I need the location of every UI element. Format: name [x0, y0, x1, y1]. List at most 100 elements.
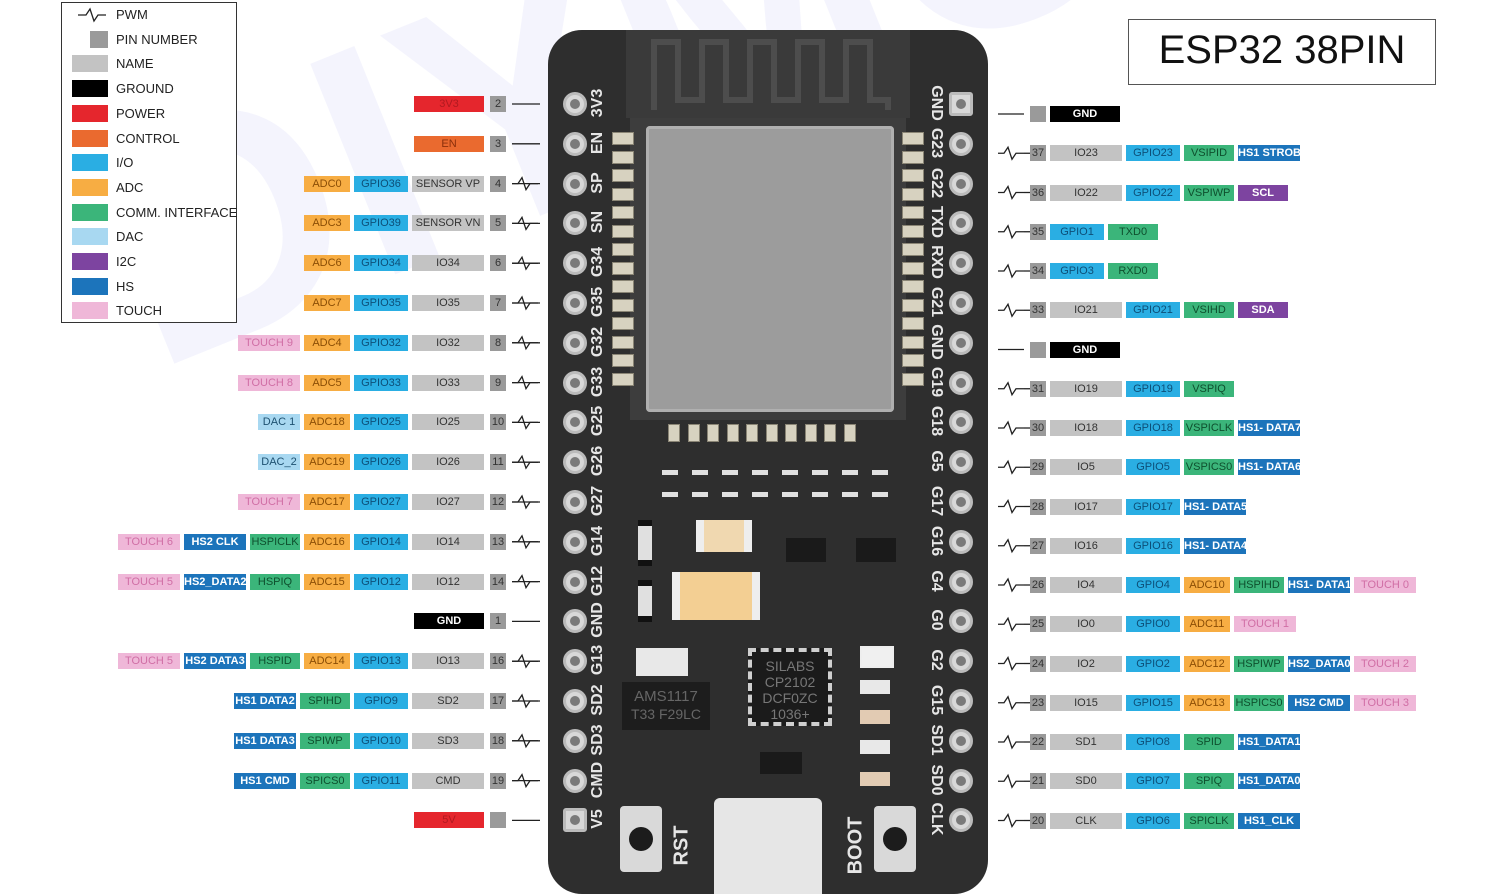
pin-number: 29	[1030, 459, 1046, 476]
chip-label-3: DCF0ZC	[762, 690, 818, 706]
transistor	[856, 538, 896, 562]
header-pin-hole	[563, 131, 587, 156]
pin-number: 16	[490, 653, 506, 670]
pin-label-name: IO25	[412, 414, 484, 431]
pin-label-hs: HS1 CMD	[234, 772, 296, 789]
pin-label-hs: HS1- DATA1	[1288, 577, 1350, 593]
pin-label-control: EN	[414, 135, 484, 152]
smd-component	[782, 470, 798, 475]
pin-label-io: GPIO33	[354, 374, 408, 391]
pin-label-dac: DAC_2	[258, 454, 300, 471]
micro-usb-port[interactable]	[714, 798, 822, 894]
header-pin-hole	[563, 211, 587, 236]
pwm-icon	[512, 215, 538, 231]
pin-label-hs: HS1 STROBE	[1238, 145, 1300, 162]
pin-label-name: SD0	[1050, 773, 1122, 790]
pin-label-i2c: SCL	[1238, 184, 1288, 201]
legend-item-hs: HS	[62, 276, 238, 298]
pin-label-name: IO0	[1050, 616, 1122, 633]
pin-label-comm: SPIQ	[1184, 773, 1234, 790]
pin-label-hs: HS2 CLK	[184, 533, 246, 550]
pwm-icon	[998, 695, 1024, 711]
module-pad	[612, 261, 634, 275]
pin-number: 10	[490, 414, 506, 431]
led	[860, 646, 894, 668]
pwm-icon	[998, 577, 1024, 593]
legend-swatch-power	[72, 104, 108, 122]
pwm-icon	[512, 494, 538, 510]
pin-label-io: GPIO18	[1126, 420, 1180, 436]
pin-label-ground: GND	[1050, 106, 1120, 122]
module-pad	[612, 317, 634, 330]
module-pad	[765, 424, 778, 442]
pwm-icon	[998, 499, 1024, 514]
pin-label-hs: HS2 CMD	[1288, 694, 1350, 711]
resistor	[638, 580, 652, 622]
pin-label-io: GPIO22	[1126, 184, 1180, 201]
resistor	[860, 680, 890, 694]
pin-label-adc: ADC18	[304, 414, 350, 431]
pin-label-touch: TOUCH 0	[1354, 577, 1416, 593]
header-pin-hole	[949, 490, 973, 514]
chip-label-4: 1036+	[770, 706, 810, 722]
pin-label-io: GPIO13	[354, 653, 408, 670]
rst-button-knob	[629, 827, 653, 851]
pin-number: 17	[490, 693, 506, 709]
boot-button[interactable]	[874, 806, 916, 872]
pin-label-power: 3V3	[414, 96, 484, 112]
module-pad	[612, 335, 634, 349]
pin-label-touch: TOUCH 5	[118, 573, 180, 590]
pin-number: 7	[490, 295, 506, 311]
pin-label-name: IO33	[412, 374, 484, 391]
pwm-icon	[998, 302, 1024, 318]
rst-button[interactable]	[620, 806, 662, 872]
pin-label-hs: HS1_DATA0	[1238, 773, 1300, 790]
header-pin-hole	[949, 728, 973, 753]
module-pad	[902, 169, 924, 182]
pin-number: 5	[490, 215, 506, 232]
silk-label-right: CLK	[928, 802, 945, 836]
header-pin-hole	[949, 171, 973, 196]
legend-label: ADC	[116, 179, 144, 195]
pwm-icon	[998, 145, 1024, 161]
pin-number: 18	[490, 732, 506, 749]
module-pad	[843, 424, 856, 442]
header-pin-hole	[949, 131, 973, 156]
pin-number: 25	[1030, 616, 1046, 633]
smd-component	[722, 492, 738, 497]
legend-swatch-comm	[72, 203, 108, 221]
pin-label-name: SD2	[412, 693, 484, 709]
pin-label-adc: ADC0	[304, 175, 350, 192]
pin-label-name: SENSOR VP	[412, 175, 484, 192]
legend-swatch-control	[72, 129, 108, 147]
module-pad	[612, 354, 634, 367]
pin-label-adc: ADC11	[1184, 616, 1230, 633]
smd-component	[692, 470, 708, 475]
header-pin-hole	[949, 689, 973, 713]
pwm-icon	[512, 574, 538, 590]
module-pad	[902, 224, 924, 238]
module-pad	[612, 132, 634, 145]
legend-label: I2C	[116, 254, 137, 269]
legend-item-touch: TOUCH	[62, 300, 238, 322]
module-pad	[612, 298, 634, 312]
pin-label-adc: ADC12	[1184, 655, 1230, 672]
legend-label: NAME	[116, 56, 154, 72]
pcb-antenna	[626, 30, 910, 118]
pin-label-comm: SPID	[1184, 734, 1234, 750]
smd-component	[692, 492, 708, 497]
header-pin-hole	[949, 450, 973, 475]
pwm-icon	[512, 255, 538, 271]
header-pin-hole	[949, 410, 973, 435]
pin-label-io: GPIO36	[354, 175, 408, 192]
smd-component	[812, 470, 828, 475]
module-pad	[902, 206, 924, 219]
module-pad	[612, 280, 634, 293]
module-pad	[902, 132, 924, 145]
legend-swatch-pin	[90, 30, 108, 48]
pin-number: 24	[1030, 655, 1046, 672]
pin-number: 31	[1030, 380, 1046, 397]
pin-label-name: IO15	[1050, 694, 1122, 711]
pin-label-comm: SPICS0	[300, 772, 350, 789]
pin-label-name: IO5	[1050, 459, 1122, 476]
